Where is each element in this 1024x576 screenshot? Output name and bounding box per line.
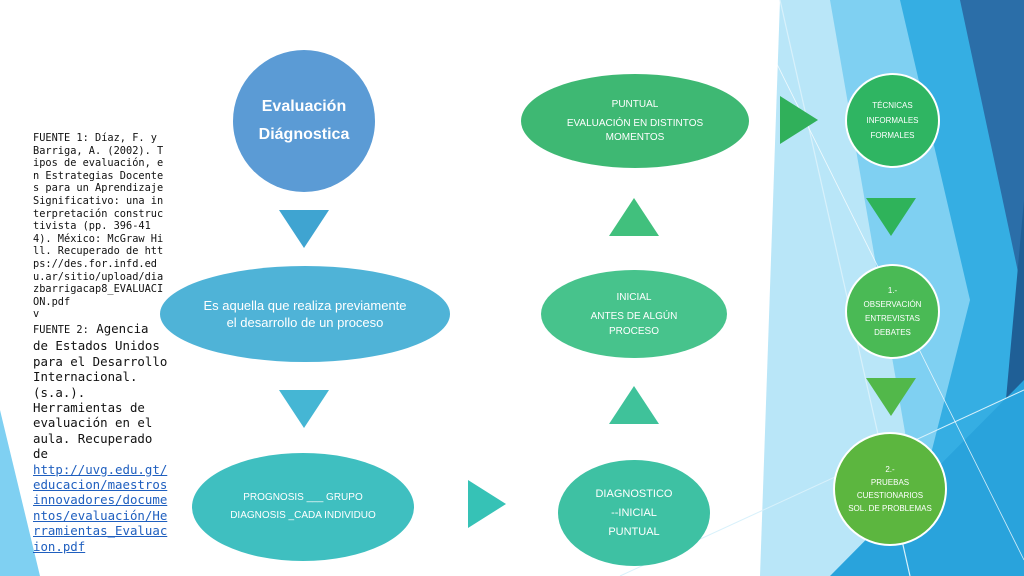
- node-evaluacion-diagnostica: Evaluación Diágnostica: [233, 50, 375, 192]
- inicial-line2: ANTES DE ALGÚN: [590, 310, 678, 322]
- evaluacion-line1: Evaluación: [261, 98, 347, 115]
- sources-text: FUENTE 1: Díaz, F. y Barriga, A. (2002).…: [33, 132, 168, 554]
- observacion-line4: DEBATES: [874, 327, 911, 337]
- observacion-line1: 1.-: [887, 285, 898, 295]
- pruebas-line3: CUESTIONARIOS: [856, 491, 924, 500]
- fuente1-text: Díaz, F. y Barriga, A. (2002). Tipos de …: [33, 132, 164, 308]
- arrow-up-2: [609, 198, 659, 236]
- arrow-down-1: [279, 210, 329, 248]
- arrow-down-3: [866, 198, 916, 236]
- fuente2-text: Agencia de Estados Unidos para el Desarr…: [33, 320, 168, 462]
- fuente2-link[interactable]: http://uvg.edu.gt/educacion/maestrosinno…: [33, 461, 168, 554]
- arrow-down-4: [866, 378, 916, 416]
- observacion-line3: ENTREVISTAS: [865, 313, 920, 323]
- definicion-line1: Es aquella que realiza previamente: [203, 298, 407, 313]
- observacion-line2: OBSERVACIÓN: [863, 299, 922, 309]
- evaluacion-line2: Diágnostica: [258, 126, 350, 143]
- pruebas-line1: 2.-: [885, 465, 895, 474]
- node-tecnicas: TÉCNICAS INFORMALES FORMALES: [845, 73, 940, 168]
- node-prognosis: PROGNOSIS ___ GRUPO DIAGNOSIS _CADA INDI…: [192, 453, 414, 561]
- fuente1-tail: v: [33, 308, 40, 321]
- fuente2: FUENTE 2: Agencia de Estados Unidos para…: [33, 321, 168, 554]
- inicial-line3: PROCESO: [608, 325, 659, 337]
- arrow-down-2: [279, 390, 329, 428]
- puntual-line1: PUNTUAL: [611, 98, 659, 110]
- puntual-line3: MOMENTOS: [605, 131, 665, 143]
- node-puntual: PUNTUAL EVALUACIÓN EN DISTINTOS MOMENTOS: [521, 74, 749, 168]
- diagnostico-line2: --INICIAL: [611, 506, 657, 519]
- inicial-line1: INICIAL: [616, 291, 652, 303]
- node-observacion: 1.- OBSERVACIÓN ENTREVISTAS DEBATES: [845, 264, 940, 359]
- pruebas-line2: PRUEBAS: [870, 478, 910, 487]
- tecnicas-line1: TÉCNICAS: [872, 101, 913, 110]
- arrow-up-1: [609, 386, 659, 424]
- fuente1: FUENTE 1: Díaz, F. y Barriga, A. (2002).…: [33, 132, 168, 321]
- arrow-right-2: [780, 96, 818, 144]
- node-inicial: INICIAL ANTES DE ALGÚN PROCESO: [541, 270, 727, 358]
- diagnostico-line3: PUNTUAL: [608, 525, 660, 538]
- tecnicas-line2: INFORMALES: [866, 116, 919, 125]
- prognosis-line2: DIAGNOSIS _CADA INDIVIDUO: [230, 510, 376, 521]
- tecnicas-line3: FORMALES: [870, 131, 915, 140]
- fuente1-label: FUENTE 1:: [33, 132, 89, 144]
- fuente2-label: FUENTE 2:: [33, 323, 89, 336]
- diagnostico-line1: DIAGNOSTICO: [595, 487, 673, 500]
- prognosis-line1: PROGNOSIS ___ GRUPO: [243, 492, 363, 503]
- pruebas-line4: SOL. DE PROBLEMAS: [848, 504, 932, 513]
- puntual-line2: EVALUACIÓN EN DISTINTOS: [566, 117, 704, 129]
- node-pruebas: 2.- PRUEBAS CUESTIONARIOS SOL. DE PROBLE…: [833, 432, 947, 546]
- node-diagnostico: DIAGNOSTICO --INICIAL PUNTUAL: [558, 460, 710, 566]
- arrow-right-1: [468, 480, 506, 528]
- node-definicion: Es aquella que realiza previamente el de…: [160, 266, 450, 362]
- definicion-line2: el desarrollo de un proceso: [226, 315, 384, 330]
